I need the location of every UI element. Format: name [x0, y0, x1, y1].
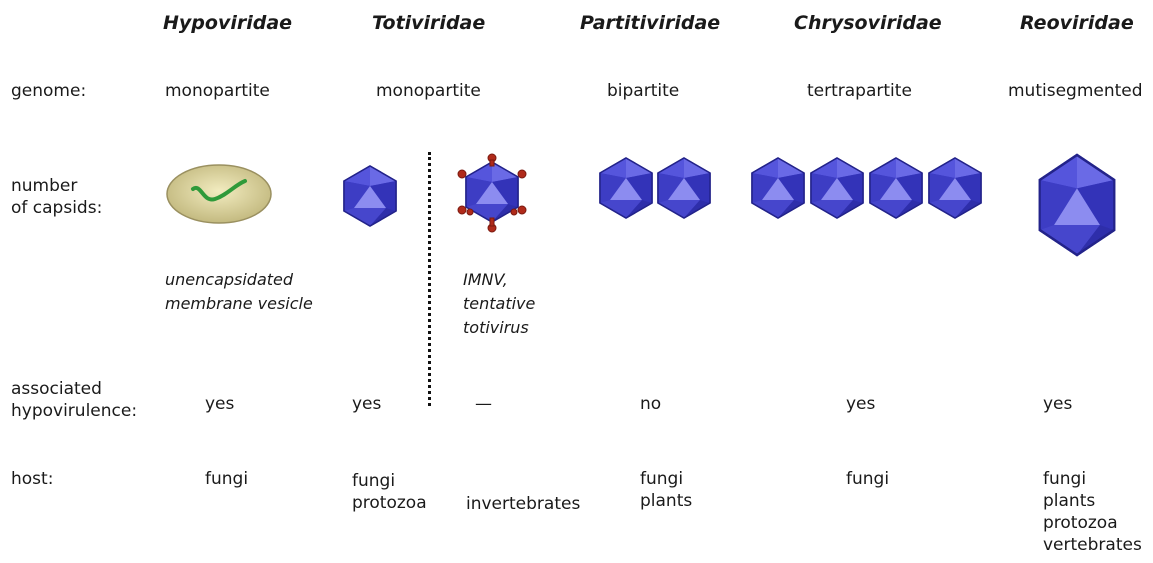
- genome-partitiviridae: bipartite: [607, 81, 680, 101]
- host-totiviridae: fungi protozoa: [352, 470, 427, 514]
- host-chrysoviridae-line-1: fungi: [846, 469, 890, 489]
- totivirus-capsid-icon: [343, 165, 397, 227]
- hypovirulence-hypoviridae: yes: [205, 394, 235, 414]
- family-totiviridae: Totiviridae: [372, 12, 486, 34]
- host-reoviridae-line-1: fungi: [1043, 469, 1087, 489]
- note-hypoviridae: unencapsidated membrane vesicle: [165, 268, 313, 316]
- row-label-hypovirulence: associated hypovirulence:: [11, 378, 137, 422]
- spiked-capsid-icon: [457, 153, 527, 233]
- genome-hypoviridae: monopartite: [165, 81, 270, 101]
- note-hypoviridae-line-1: unencapsidated: [165, 270, 294, 289]
- chrysovirus-capsid-icon-1: [751, 157, 805, 219]
- host-reoviridae: fungi plants protozoa vertebrates: [1043, 468, 1142, 556]
- note-imnv-line-3: totivirus: [463, 318, 529, 337]
- hypovirulence-totiviridae: yes: [352, 394, 382, 414]
- family-partitiviridae: Partitiviridae: [580, 12, 721, 34]
- hypovirulence-chrysoviridae: yes: [846, 394, 876, 414]
- host-hypoviridae-line-1: fungi: [205, 469, 249, 489]
- family-chrysoviridae: Chrysoviridae: [794, 12, 942, 34]
- partitivirus-capsid-icon-1: [599, 157, 653, 219]
- note-imnv: IMNV, tentative totivirus: [463, 268, 535, 340]
- host-reoviridae-line-3: protozoa: [1043, 513, 1118, 533]
- family-hypoviridae: Hypoviridae: [163, 12, 293, 34]
- host-reoviridae-line-2: plants: [1043, 491, 1096, 511]
- row-label-capsids-line-1: number: [11, 176, 78, 196]
- hypovirulence-partitiviridae: no: [640, 394, 662, 414]
- hypovirulence-imnv: —: [475, 394, 492, 414]
- membrane-vesicle-icon: [166, 164, 272, 224]
- reovirus-capsid-icon: [1038, 153, 1116, 257]
- note-imnv-line-1: IMNV,: [463, 270, 508, 289]
- row-label-capsids-line-2: of capsids:: [11, 198, 103, 218]
- genome-reoviridae: mutisegmented: [1008, 81, 1143, 101]
- row-label-genome: genome:: [11, 81, 87, 101]
- row-label-host: host:: [11, 469, 54, 489]
- row-label-hypovirulence-line-1: associated: [11, 379, 102, 399]
- row-label-capsids: number of capsids:: [11, 175, 102, 219]
- note-imnv-line-2: tentative: [463, 294, 536, 313]
- host-hypoviridae: fungi: [205, 468, 248, 490]
- genome-totiviridae: monopartite: [376, 81, 481, 101]
- host-partitiviridae-line-1: fungi: [640, 469, 684, 489]
- totivirus-divider: [428, 152, 431, 406]
- host-reoviridae-line-4: vertebrates: [1043, 535, 1142, 555]
- chrysovirus-capsid-icon-3: [869, 157, 923, 219]
- host-imnv: invertebrates: [466, 493, 580, 515]
- family-reoviridae: Reoviridae: [1020, 12, 1134, 34]
- chrysovirus-capsid-icon-2: [810, 157, 864, 219]
- chrysovirus-capsid-icon-4: [928, 157, 982, 219]
- host-totiviridae-line-1: fungi: [352, 471, 396, 491]
- partitivirus-capsid-icon-2: [657, 157, 711, 219]
- host-partitiviridae-line-2: plants: [640, 491, 693, 511]
- genome-chrysoviridae: tertrapartite: [807, 81, 912, 101]
- hypovirulence-reoviridae: yes: [1043, 394, 1073, 414]
- host-partitiviridae: fungi plants: [640, 468, 692, 512]
- host-totiviridae-line-2: protozoa: [352, 493, 427, 513]
- host-chrysoviridae: fungi: [846, 468, 889, 490]
- host-imnv-line-1: invertebrates: [466, 494, 581, 514]
- row-label-hypovirulence-line-2: hypovirulence:: [11, 401, 138, 421]
- note-hypoviridae-line-2: membrane vesicle: [165, 294, 313, 313]
